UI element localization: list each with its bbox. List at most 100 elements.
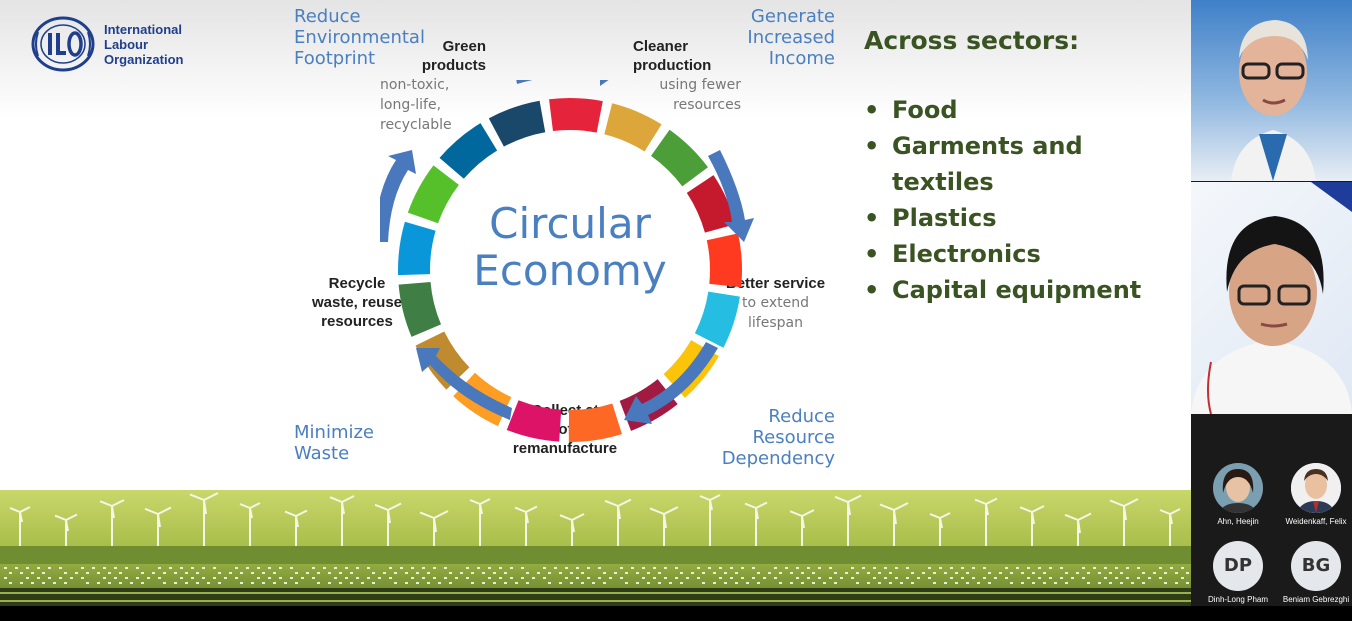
circuit-dot bbox=[642, 567, 645, 569]
circuit-dot bbox=[1005, 577, 1008, 579]
circuit-dot bbox=[20, 582, 23, 584]
circuit-dot bbox=[697, 577, 700, 579]
circuit-dot bbox=[900, 582, 903, 584]
circuit-dot bbox=[884, 567, 887, 569]
participant-name: Weidenkaff, Felix bbox=[1285, 517, 1347, 526]
step-title-line: Cleaner bbox=[633, 38, 689, 55]
circuit-dot bbox=[818, 577, 821, 579]
circuit-dot bbox=[790, 582, 793, 584]
circuit-dot bbox=[801, 582, 804, 584]
circuit-dot bbox=[812, 572, 815, 574]
circuit-dot bbox=[422, 567, 425, 569]
step-sub-line: using fewer bbox=[659, 77, 741, 93]
step-title-line: production bbox=[633, 57, 712, 74]
circuit-dot bbox=[994, 577, 997, 579]
arrow-icon bbox=[516, 80, 609, 86]
circuit-dot bbox=[1032, 572, 1035, 574]
participant-name: Ahn, Heejin bbox=[1217, 517, 1259, 526]
step-title-line: Better service bbox=[725, 275, 826, 292]
speaker-video-icon bbox=[1231, 20, 1316, 181]
circuit-dot bbox=[169, 567, 172, 569]
step-better-service: Better service to extend lifespan bbox=[718, 274, 833, 333]
circuit-dot bbox=[713, 572, 716, 574]
circuit-dot bbox=[856, 582, 859, 584]
circuit-dot bbox=[873, 577, 876, 579]
turbine bbox=[284, 509, 308, 550]
ring-segment bbox=[549, 97, 603, 133]
turbine bbox=[834, 494, 862, 550]
circuit-dot bbox=[818, 567, 821, 569]
participant-tile[interactable]: Ahn, Heejin bbox=[1198, 463, 1278, 543]
circuit-dot bbox=[807, 567, 810, 569]
circuit-dot bbox=[823, 582, 826, 584]
circuit-dot bbox=[592, 582, 595, 584]
participant-tile[interactable]: DP Dinh-Long Pham bbox=[1198, 541, 1278, 621]
circuit-dot bbox=[1131, 582, 1134, 584]
circuit-dot bbox=[284, 582, 287, 584]
circuit-dot bbox=[658, 582, 661, 584]
circuit-dot bbox=[1021, 572, 1024, 574]
circuit-dot bbox=[372, 582, 375, 584]
circuit-dot bbox=[400, 567, 403, 569]
video-feed-speaker[interactable] bbox=[1191, 0, 1352, 181]
circuit-dot bbox=[1010, 572, 1013, 574]
participant-tile[interactable]: Weidenkaff, Felix bbox=[1276, 463, 1352, 543]
circuit-dot bbox=[658, 572, 661, 574]
label-line: Minimize bbox=[294, 422, 374, 443]
circuit-dot bbox=[257, 577, 260, 579]
circuit-dot bbox=[26, 567, 29, 569]
circuit-dot bbox=[955, 572, 958, 574]
turbine bbox=[604, 498, 632, 550]
circuit-dot bbox=[521, 567, 524, 569]
circuit-dot bbox=[790, 572, 793, 574]
circuit-dot bbox=[213, 567, 216, 569]
circuit-dot bbox=[581, 582, 584, 584]
circuit-dot bbox=[163, 582, 166, 584]
circuit-dot bbox=[966, 572, 969, 574]
circuit-dot bbox=[317, 572, 320, 574]
circuit-dot bbox=[251, 572, 254, 574]
circuit-dot bbox=[955, 582, 958, 584]
circuit-dot bbox=[405, 582, 408, 584]
avatar-initials: BG bbox=[1291, 541, 1341, 591]
participants-panel: Ahn, Heejin Weidenkaff, Felix DP Dinh-Lo… bbox=[1191, 0, 1352, 606]
circuit-dot bbox=[1170, 567, 1173, 569]
label-reduce-environmental-footprint: Reduce Environmental Footprint bbox=[294, 6, 425, 69]
circuit-dot bbox=[202, 577, 205, 579]
circuit-dot bbox=[361, 582, 364, 584]
circuit-dot bbox=[97, 572, 100, 574]
circuit-dot bbox=[774, 577, 777, 579]
circuit-dot bbox=[9, 582, 12, 584]
circuit-dot bbox=[757, 572, 760, 574]
turbine bbox=[469, 498, 491, 550]
circuit-dot bbox=[147, 577, 150, 579]
circuit-dot bbox=[15, 567, 18, 569]
ring-segment bbox=[506, 400, 562, 442]
circuit-dot bbox=[614, 572, 617, 574]
circuit-dot bbox=[31, 572, 34, 574]
participant-tile[interactable]: BG Beniam Gebrezghi bbox=[1276, 541, 1352, 621]
ilo-logo-icon bbox=[31, 16, 95, 72]
circuit-dot bbox=[438, 582, 441, 584]
circuit-dot bbox=[482, 582, 485, 584]
video-feed-participant[interactable] bbox=[1191, 182, 1352, 414]
circuit-dot bbox=[950, 567, 953, 569]
circuit-dot bbox=[1027, 567, 1030, 569]
circuit-dot bbox=[1049, 567, 1052, 569]
circuit-dot bbox=[702, 572, 705, 574]
circuit-dot bbox=[1181, 567, 1184, 569]
circuit-dot bbox=[570, 582, 573, 584]
wind-turbine-banner bbox=[0, 490, 1191, 606]
ring-segment bbox=[651, 129, 708, 187]
circuit-dot bbox=[977, 582, 980, 584]
circuit-dot bbox=[180, 577, 183, 579]
circuit-dot bbox=[1120, 582, 1123, 584]
circuit-dot bbox=[141, 572, 144, 574]
circuit-dot bbox=[427, 572, 430, 574]
circuit-dot bbox=[444, 567, 447, 569]
circuit-dot bbox=[141, 582, 144, 584]
circuit-dot bbox=[328, 572, 331, 574]
circuit-dot bbox=[1082, 577, 1085, 579]
circuit-dot bbox=[576, 567, 579, 569]
circuit-dot bbox=[108, 582, 111, 584]
